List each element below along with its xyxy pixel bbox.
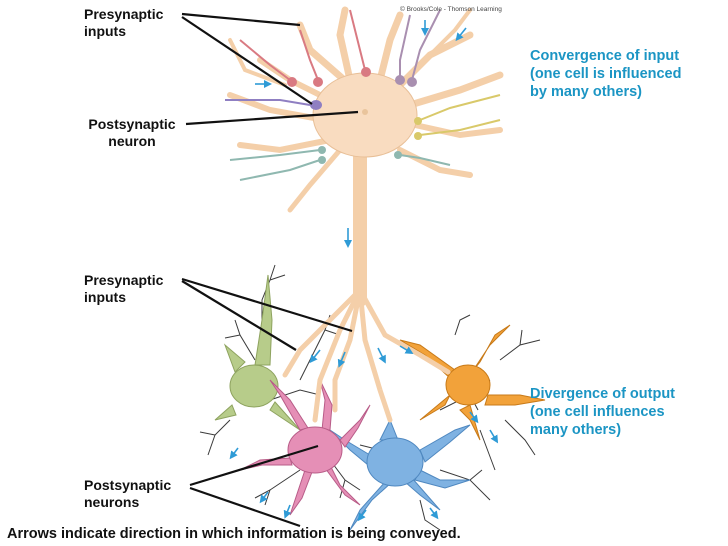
convergence-label: Convergence of input (one cell is influe… — [530, 47, 681, 101]
copyright-credit: © Brooks/Cole - Thomson Learning — [400, 6, 502, 13]
postsynaptic-neuron-label: Postsynaptic neuron — [80, 116, 184, 150]
direction-arrows — [229, 20, 499, 522]
label-line: (one cell is influenced — [530, 66, 682, 82]
label-line: Presynaptic — [84, 6, 164, 22]
label-line: neuron — [108, 133, 156, 149]
label-line: inputs — [84, 289, 126, 305]
label-line: (one cell influences — [530, 404, 665, 420]
label-line: Presynaptic — [84, 272, 164, 288]
orange-neuron — [399, 324, 546, 441]
presynaptic-fibers — [225, 9, 501, 181]
label-line: many others) — [530, 422, 622, 438]
pink-neuron — [239, 379, 371, 516]
caption: Arrows indicate direction in which infor… — [7, 526, 461, 542]
postsynaptic-neurons-label: Postsynaptic neurons — [84, 477, 171, 511]
presynaptic-terminals — [287, 67, 422, 164]
green-neuron — [214, 274, 301, 431]
presynaptic-inputs-bottom-label: Presynaptic inputs — [84, 272, 163, 306]
divergence-label: Divergence of output (one cell influence… — [530, 385, 675, 439]
main-axon — [282, 148, 451, 423]
label-line: inputs — [84, 23, 126, 39]
presynaptic-inputs-top-label: Presynaptic inputs — [84, 6, 163, 40]
label-line: Convergence of input — [530, 48, 680, 64]
label-line: Postsynaptic — [88, 116, 176, 132]
label-line: by many others) — [530, 84, 642, 100]
leader-lines — [181, 12, 359, 528]
label-line: Postsynaptic — [84, 477, 172, 493]
label-line: Divergence of output — [530, 386, 676, 402]
label-line: neurons — [84, 494, 140, 510]
